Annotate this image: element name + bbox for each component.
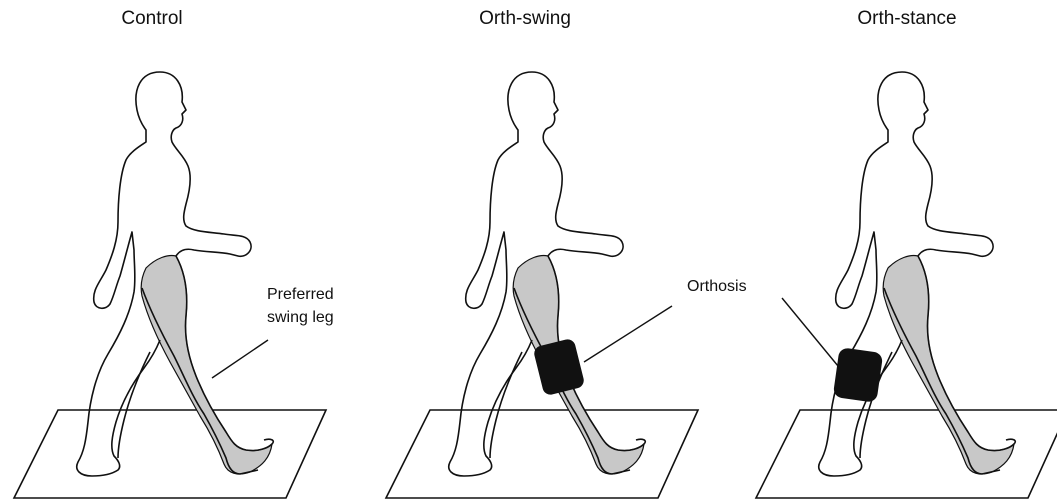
callout-line-preferred [212,340,268,378]
figure-orth-stance [756,72,1057,498]
figure-control [14,72,326,498]
callout-line-orthosis-swing [584,306,672,362]
callout-line-orthosis-stance [782,298,838,366]
orthosis-stance-leg [833,347,884,403]
orthosis-swing-leg [533,338,586,397]
figure-orth-swing [386,72,698,498]
